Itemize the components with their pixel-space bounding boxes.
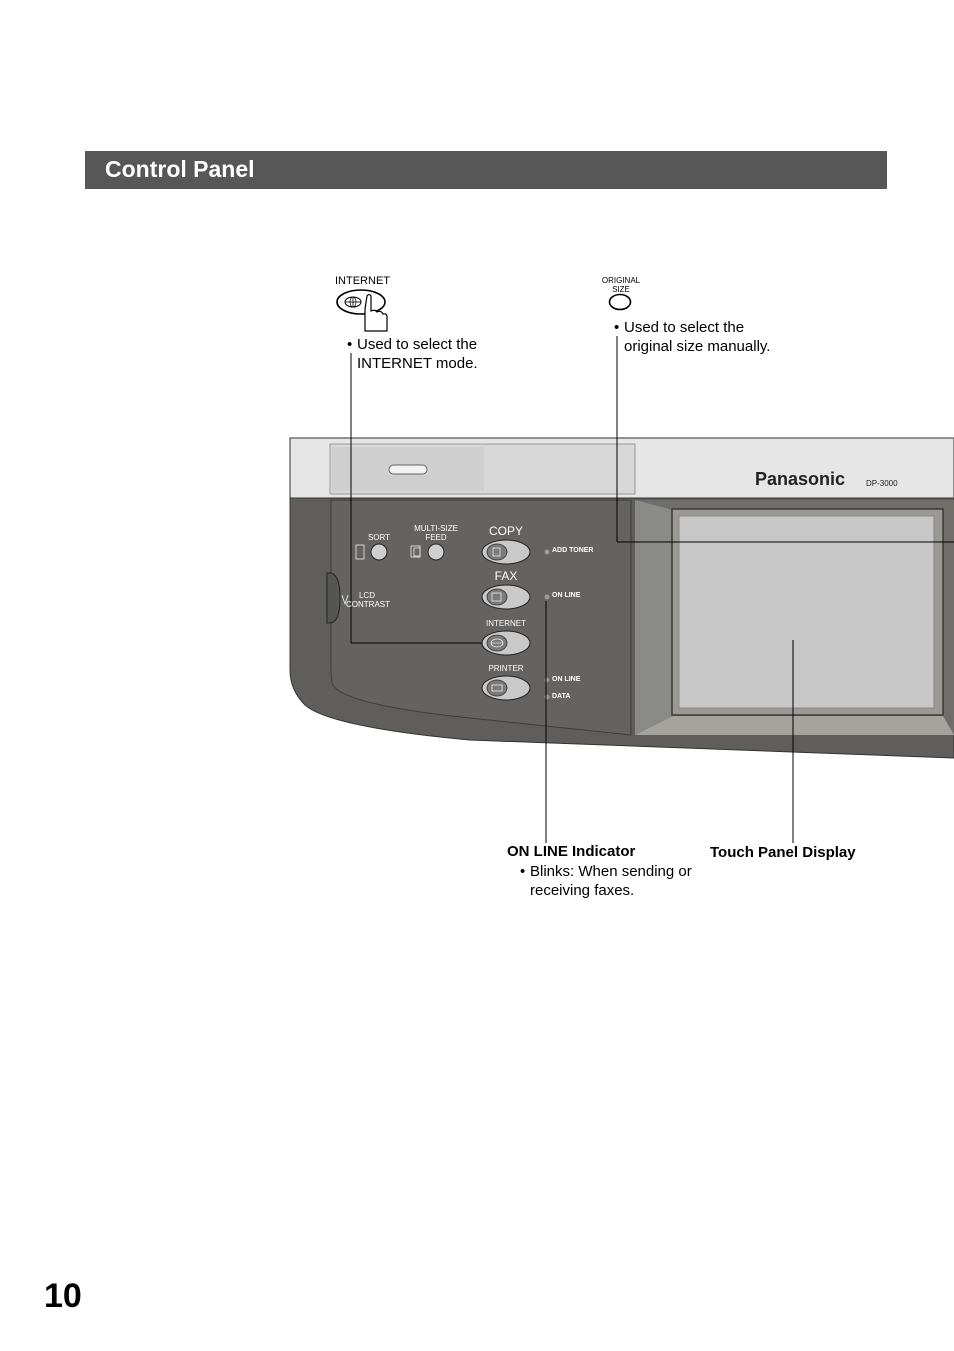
brand-logo: Panasonic — [755, 469, 846, 489]
original-size-callout-text: • Used to select the original size manua… — [614, 319, 771, 355]
copy-label: COPY — [488, 524, 523, 538]
model-number: DP-3000 — [866, 479, 898, 488]
page-number: 10 — [44, 1277, 82, 1315]
add-toner-indicator-label: ADD TONER — [552, 547, 594, 554]
original-size-key-icon — [608, 293, 632, 311]
sort-label: SORT — [367, 533, 391, 542]
online-indicator-title: ON LINE Indicator — [507, 843, 636, 860]
printer-label: PRINTER — [488, 664, 524, 673]
fax-online-indicator-label: ON LINE — [552, 592, 581, 599]
touch-panel-display-title: Touch Panel Display — [710, 844, 856, 861]
lcd-contrast-label: LCD CONTRAST — [346, 591, 390, 609]
online-indicator-text: • Blinks: When sending or receiving faxe… — [520, 863, 692, 899]
printer-online-indicator-label: ON LINE — [552, 676, 581, 683]
fax-label: FAX — [494, 569, 518, 583]
section-title: Control Panel — [105, 156, 255, 182]
internet-callout-text: • Used to select the INTERNET mode. — [347, 336, 478, 372]
section-header: Control Panel — [85, 151, 887, 189]
internet-icon-label: INTERNET — [335, 275, 390, 287]
multi-size-feed-label: MULTI-SIZE FEED — [414, 524, 458, 542]
original-size-icon-label: ORIGINAL SIZE — [601, 276, 641, 294]
internet-panel-label: INTERNET — [486, 619, 526, 628]
printer-data-indicator-label: DATA — [552, 693, 571, 700]
internet-key-press-icon — [336, 289, 388, 332]
